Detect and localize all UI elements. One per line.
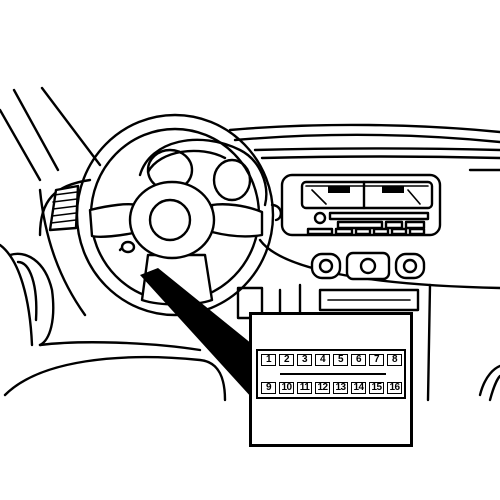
pin-16: 16 xyxy=(387,382,402,394)
center-console xyxy=(280,173,442,237)
climate-knobs xyxy=(310,251,426,281)
connector-divider-line xyxy=(280,373,386,375)
pin-14: 14 xyxy=(351,382,366,394)
callout-pointer xyxy=(140,268,252,398)
pin-2: 2 xyxy=(279,354,294,366)
steering-wheel xyxy=(75,113,275,317)
pin-10: 10 xyxy=(279,382,294,394)
obd-port-callout: 1 2 3 4 5 6 7 8 9 10 11 12 13 14 15 16 xyxy=(249,312,413,447)
pin-1: 1 xyxy=(261,354,276,366)
pin-15: 15 xyxy=(369,382,384,394)
pin-4: 4 xyxy=(315,354,330,366)
windshield-frame xyxy=(0,86,500,182)
pin-11: 11 xyxy=(297,382,312,394)
door-panel xyxy=(0,188,227,402)
pin-3: 3 xyxy=(297,354,312,366)
pin-8: 8 xyxy=(387,354,402,366)
pin-12: 12 xyxy=(315,382,330,394)
connector-top-row: 1 2 3 4 5 6 7 8 xyxy=(261,354,402,366)
left-air-vent xyxy=(48,184,80,232)
connector-bottom-row: 9 10 11 12 13 14 15 16 xyxy=(261,382,402,394)
pin-9: 9 xyxy=(261,382,276,394)
pin-6: 6 xyxy=(351,354,366,366)
pin-13: 13 xyxy=(333,382,348,394)
pin-5: 5 xyxy=(333,354,348,366)
obd-connector: 1 2 3 4 5 6 7 8 9 10 11 12 13 14 15 16 xyxy=(256,349,406,399)
pin-7: 7 xyxy=(369,354,384,366)
